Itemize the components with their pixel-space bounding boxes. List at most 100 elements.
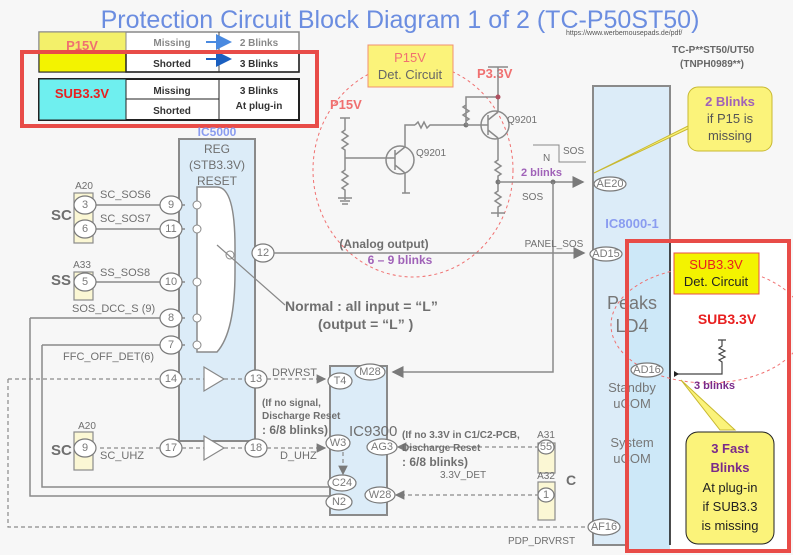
- model-code: (TNPH0989**): [680, 59, 744, 70]
- svg-text:8: 8: [168, 312, 174, 324]
- analog-output-label: (Analog output): [339, 237, 428, 251]
- connector-c: A31 A32 C 55 1: [537, 430, 576, 521]
- source-url: https://www.werbemousepads.de/pdf/: [566, 30, 682, 37]
- p15v-det-subtitle: Det. Circuit: [378, 67, 443, 82]
- blinks-6-9-label: 6 – 9 blinks: [368, 253, 433, 267]
- svg-text:3: 3: [82, 199, 88, 211]
- ic8000-peaks: Peaks: [607, 293, 657, 313]
- ic8000-standby-ucom: uCOM: [613, 396, 651, 411]
- svg-text:12: 12: [257, 247, 269, 259]
- callout-p15-missing: 2 Blinks if P15 is missing: [593, 86, 773, 174]
- sub33-det-circuit: SUB3.3V Det. Circuit SUB3.3V AD16 3 blin…: [610, 252, 793, 392]
- ic5000-line2: (STB3.3V): [189, 158, 245, 172]
- svg-text:W28: W28: [369, 489, 392, 501]
- signal-ss-sos8: SS_SOS8: [100, 267, 150, 279]
- svg-text:1: 1: [543, 489, 549, 501]
- signal-33v-det: 3.3V_DET: [440, 470, 486, 481]
- p15v-det-title: P15V: [394, 50, 426, 65]
- svg-text:14: 14: [165, 373, 177, 385]
- connector-sc-bottom: A20 SC 9: [51, 421, 97, 471]
- callout-sub33-line3: At plug-in: [703, 480, 758, 495]
- svg-text:SS: SS: [51, 272, 71, 289]
- q9201-lower: Q9201: [416, 148, 446, 159]
- legend-p15v-missing: Missing: [153, 38, 190, 49]
- sos-label: SOS: [522, 192, 543, 203]
- pin-af16: [587, 518, 621, 536]
- model-name: TC-P**ST50/UT50: [672, 45, 755, 56]
- p15v-label: P15V: [330, 97, 362, 112]
- ic5000-line3: RESET: [197, 174, 238, 188]
- q9201-upper: Q9201: [507, 115, 537, 126]
- callout-sub33-line2: Blinks: [710, 460, 749, 475]
- no-signal-line1: (If no signal,: [262, 398, 321, 409]
- sos-n-label: N: [543, 153, 550, 164]
- signal-sos-dcc-s: SOS_DCC_S (9): [72, 303, 155, 315]
- no33-line2: Discharge Reset: [402, 443, 481, 454]
- sub33-det-title: SUB3.3V: [689, 257, 743, 272]
- callout-p15-line1: 2 Blinks: [705, 94, 755, 109]
- no33-line3: : 6/8 blinks): [402, 455, 468, 469]
- normal-state-line1: Normal : all input = “L”: [285, 298, 438, 314]
- no-signal-line2: Discharge Reset: [262, 411, 341, 422]
- ic9300-name: IC9300: [349, 423, 397, 440]
- legend-table: P15V Missing 2 Blinks Shorted 3 Blinks S…: [38, 31, 300, 121]
- svg-text:55: 55: [540, 441, 552, 453]
- sub33-label: SUB3.3V: [698, 311, 757, 327]
- svg-text:18: 18: [250, 442, 262, 454]
- or-gate: [196, 186, 236, 353]
- callout-p15-line3: missing: [708, 128, 752, 143]
- normal-state-line2: (output = “L” ): [318, 316, 413, 332]
- no33-line1: (If no 3.3V in C1/C2-PCB,: [402, 430, 520, 441]
- svg-text:N2: N2: [332, 496, 346, 508]
- legend-sub33v-label: SUB3.3V: [55, 86, 110, 101]
- signal-drvrst: DRVRST: [272, 367, 317, 379]
- ic8000-ld4: LD4: [615, 316, 648, 336]
- svg-text:AG3: AG3: [371, 441, 393, 453]
- ic5000-name: IC5000: [198, 125, 237, 139]
- highlight-box-legend: [20, 50, 319, 128]
- legend-sub33v-missing: Missing: [153, 86, 190, 97]
- signal-d-uhz: D_UHZ: [280, 450, 317, 462]
- sub33-det-subtitle: Det. Circuit: [684, 274, 749, 289]
- highlight-box-sub33: [625, 239, 791, 553]
- callout-sub33-missing: 3 Fast Blinks At plug-in if SUB3.3 is mi…: [680, 379, 775, 545]
- p15v-det-circuit: P15V Det. Circuit P15V P3.3V Q9201 Q9201: [312, 44, 537, 278]
- callout-sub33-line1: 3 Fast: [711, 441, 749, 456]
- ic8000-system-ucom: uCOM: [613, 451, 651, 466]
- pin-ad16-label: AD16: [633, 364, 661, 376]
- legend-p15v-missing-result: 2 Blinks: [240, 38, 279, 49]
- legend-p15v-shorted-result: 3 Blinks: [240, 59, 279, 70]
- svg-text:A32: A32: [537, 471, 555, 482]
- svg-text:13: 13: [250, 373, 262, 385]
- svg-text:17: 17: [165, 442, 177, 454]
- blinks-3-label: 3 blinks: [694, 380, 735, 392]
- pin-ad16: [630, 362, 664, 378]
- connector-ss: A33 SS 5: [51, 260, 97, 301]
- pin-af16-label: AF16: [591, 521, 617, 533]
- svg-text:9: 9: [168, 199, 174, 211]
- no-signal-line3: : 6/8 blinks): [262, 423, 328, 437]
- svg-text:10: 10: [165, 276, 177, 288]
- svg-text:6: 6: [82, 223, 88, 235]
- ic8000-name: IC8000-1: [605, 216, 658, 231]
- legend-p15v-label: P15V: [66, 38, 98, 53]
- callout-sub33-line4: if SUB3.3: [703, 499, 758, 514]
- signal-sc-sos7: SC_SOS7: [100, 213, 151, 225]
- svg-text:W3: W3: [330, 437, 347, 449]
- pin-ae20: [593, 176, 627, 192]
- svg-text:7: 7: [168, 339, 174, 351]
- sos-bar-label: SOS: [563, 146, 584, 157]
- svg-text:A20: A20: [75, 181, 93, 192]
- connector-sc-top: A20 SC 3 6: [51, 181, 97, 244]
- svg-text:11: 11: [165, 223, 176, 235]
- blinks-2-label: 2 blinks: [521, 167, 562, 179]
- diagram-title: Protection Circuit Block Diagram 1 of 2 …: [101, 6, 700, 34]
- legend-sub33v-shorted: Shorted: [153, 106, 191, 117]
- svg-text:M28: M28: [359, 366, 380, 378]
- pin-ae20-label: AE20: [597, 178, 624, 190]
- p33v-label: P3.3V: [477, 66, 513, 81]
- ic5000-line1: REG: [204, 142, 230, 156]
- pin-ad15-label: AD15: [592, 248, 620, 260]
- signal-ffc-off-det: FFC_OFF_DET(6): [63, 351, 154, 363]
